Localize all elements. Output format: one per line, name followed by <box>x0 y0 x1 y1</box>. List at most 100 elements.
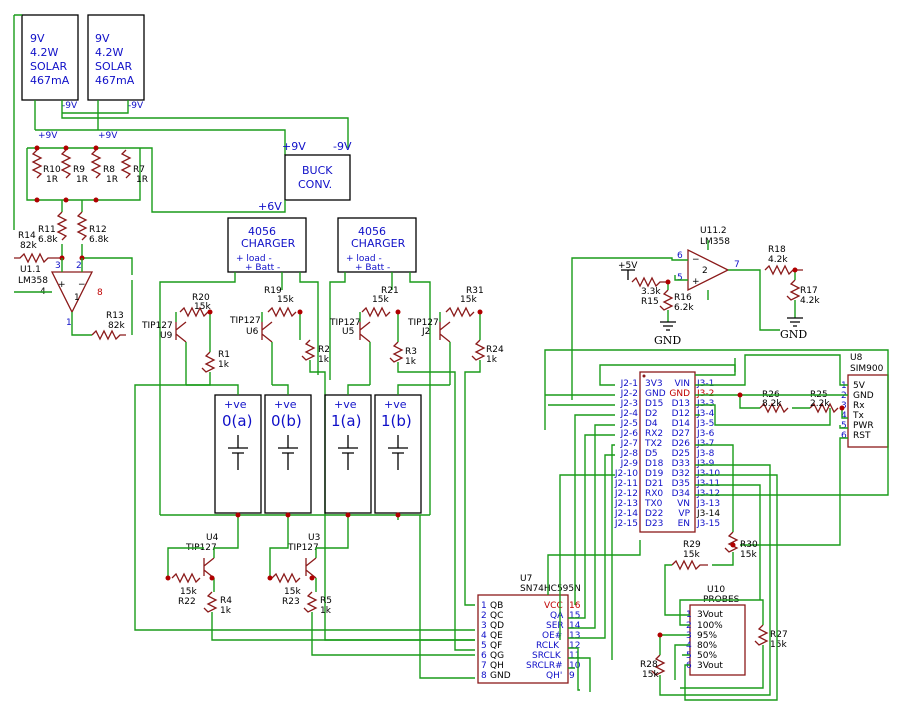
svg-text:6.8k: 6.8k <box>89 235 109 245</box>
svg-text:+ load -: + load - <box>236 254 272 264</box>
svg-text:RCLK: RCLK <box>536 641 560 651</box>
svg-text:1k: 1k <box>218 360 230 370</box>
svg-text:+ Batt -: + Batt - <box>355 263 390 273</box>
svg-text:7: 7 <box>481 661 487 671</box>
svg-text:TIP127: TIP127 <box>141 321 173 331</box>
esp32-right-ext-pin: J3-10 <box>696 469 720 479</box>
svg-text:U11.2: U11.2 <box>700 226 727 236</box>
svg-text:QH: QH <box>490 661 504 671</box>
svg-text:13: 13 <box>569 631 580 641</box>
esp32-right-pin-name: VN <box>677 499 690 509</box>
esp32-left-ext-pin: J2-1 <box>620 379 638 389</box>
esp32-right-pin-name: VP <box>678 509 690 519</box>
svg-text:1k: 1k <box>318 355 330 365</box>
svg-text:VCC: VCC <box>544 601 563 611</box>
svg-text:GND: GND <box>654 334 681 347</box>
svg-text:+9V: +9V <box>38 131 58 141</box>
svg-text:4056: 4056 <box>248 225 276 238</box>
esp32-right-ext-pin: J3-13 <box>696 499 720 509</box>
svg-text:82k: 82k <box>20 241 37 251</box>
svg-text:5: 5 <box>677 273 683 283</box>
svg-text:15: 15 <box>569 611 580 621</box>
svg-text:467mA: 467mA <box>95 74 135 87</box>
esp32-left-ext-pin: J2-8 <box>620 449 639 459</box>
svg-text:-9V: -9V <box>62 101 78 111</box>
svg-text:U6: U6 <box>246 327 259 337</box>
svg-text:12: 12 <box>569 641 580 651</box>
svg-text:R30: R30 <box>740 540 758 550</box>
svg-text:CONV.: CONV. <box>298 178 332 191</box>
svg-text:QH': QH' <box>546 671 562 681</box>
svg-text:QD: QD <box>490 621 504 631</box>
esp32-right-ext-pin: J3-7 <box>696 439 714 449</box>
esp32-right-ext-pin: J3-11 <box>696 479 720 489</box>
svg-text:15k: 15k <box>194 302 211 312</box>
svg-text:1k: 1k <box>405 357 417 367</box>
svg-text:1: 1 <box>66 318 72 328</box>
svg-text:U1.1: U1.1 <box>20 265 41 275</box>
svg-text:R27: R27 <box>770 630 788 640</box>
esp32-left-ext-pin: J2-6 <box>620 429 639 439</box>
svg-text:BUCK: BUCK <box>302 164 333 177</box>
svg-text:+ve: +ve <box>384 398 407 411</box>
svg-text:R12: R12 <box>89 225 107 235</box>
esp32-right-pin-name: D33 <box>672 459 690 469</box>
svg-text:15k: 15k <box>277 295 294 305</box>
svg-text:RST: RST <box>853 431 871 441</box>
svg-text:R22: R22 <box>178 597 196 607</box>
esp32-left-pin-name: 3V3 <box>645 379 663 389</box>
svg-text:U5: U5 <box>342 327 354 337</box>
svg-text:15k: 15k <box>683 550 700 560</box>
svg-text:R28: R28 <box>640 660 658 670</box>
svg-text:SRCLR#: SRCLR# <box>526 661 563 671</box>
esp32-left-pin-name: D18 <box>645 459 664 469</box>
battery-0b: +ve 0(b) <box>264 394 312 514</box>
svg-text:+5V: +5V <box>618 261 638 271</box>
svg-text:50%: 50% <box>697 651 717 661</box>
svg-text:95%: 95% <box>697 631 717 641</box>
svg-text:8: 8 <box>97 288 103 298</box>
svg-text:15k: 15k <box>740 550 757 560</box>
esp32-right-pin-name: D26 <box>672 439 691 449</box>
svg-text:1R: 1R <box>46 175 58 185</box>
svg-text:R14: R14 <box>18 231 36 241</box>
svg-text:SN74HC595N: SN74HC595N <box>520 584 581 594</box>
svg-text:CHARGER: CHARGER <box>241 237 296 250</box>
svg-text:15k: 15k <box>770 640 787 650</box>
svg-text:1: 1 <box>74 293 80 303</box>
svg-text:9: 9 <box>569 671 575 681</box>
svg-text:QE: QE <box>490 631 503 641</box>
svg-text:100%: 100% <box>697 621 723 631</box>
svg-text:TIP127: TIP127 <box>287 543 319 553</box>
esp32-right-pin-name: GND <box>669 389 690 399</box>
svg-text:4.2W: 4.2W <box>30 46 58 59</box>
svg-text:+: + <box>58 280 66 290</box>
charger-2: 4056 CHARGER + load - + Batt - <box>337 217 417 273</box>
esp32-right-pin-name: EN <box>678 519 690 529</box>
esp32-left-ext-pin: J2-5 <box>620 419 638 429</box>
esp32-left-ext-pin: J2-12 <box>614 489 638 499</box>
svg-text:14: 14 <box>569 621 581 631</box>
svg-text:1R: 1R <box>106 175 118 185</box>
svg-text:1: 1 <box>841 381 847 391</box>
svg-text:15k: 15k <box>180 587 197 597</box>
svg-text:2: 2 <box>481 611 487 621</box>
svg-text:8: 8 <box>481 671 487 681</box>
svg-text:+9V: +9V <box>98 131 118 141</box>
svg-text:9V: 9V <box>30 32 45 45</box>
svg-text:4.2k: 4.2k <box>800 296 820 306</box>
svg-text:6: 6 <box>481 651 487 661</box>
svg-text:Rx: Rx <box>853 401 865 411</box>
svg-text:+6V: +6V <box>258 200 282 213</box>
svg-text:R29: R29 <box>683 540 701 550</box>
svg-text:1k: 1k <box>486 355 498 365</box>
svg-text:J2: J2 <box>421 327 430 337</box>
svg-text:7: 7 <box>734 260 740 270</box>
svg-text:R10: R10 <box>43 165 61 175</box>
esp32-right-ext-pin: J3-2 <box>696 389 714 399</box>
svg-text:1R: 1R <box>76 175 88 185</box>
svg-text:PWR: PWR <box>853 421 874 431</box>
esp32-left-pin-name: TX2 <box>644 439 662 449</box>
